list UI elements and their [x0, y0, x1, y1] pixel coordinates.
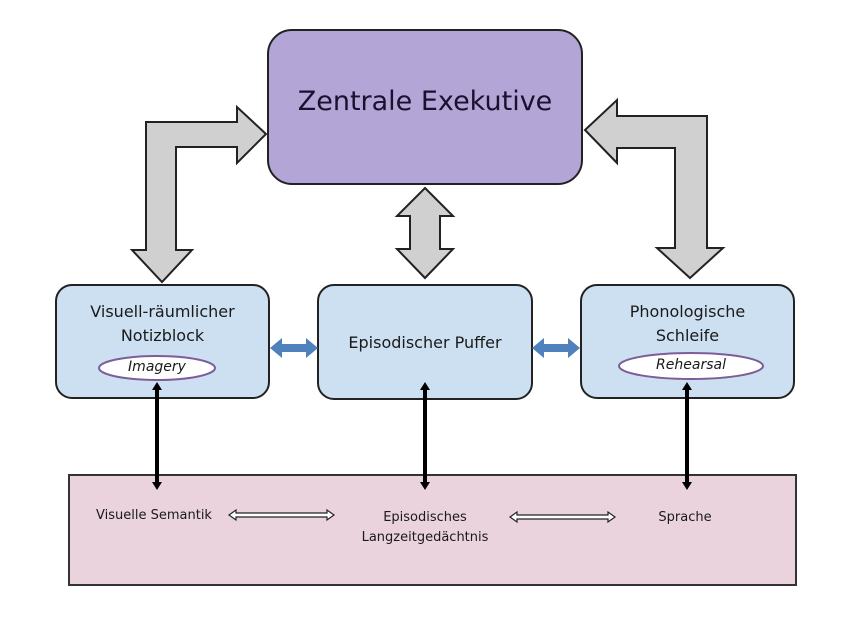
arrow-phonological-ltm: [682, 382, 692, 490]
visuospatial-label: Visuell-räumlicher Notizblock: [56, 300, 269, 348]
visuospatial-label-line1: Visuell-räumlicher: [90, 302, 235, 321]
arrow-buffer-ltm: [420, 382, 430, 490]
ltm-language: Sprache: [658, 510, 712, 525]
episodic-buffer-label: Episodischer Puffer: [348, 333, 502, 352]
arrow-buffer-phonological: [532, 338, 580, 358]
visuospatial-label-line2: Notizblock: [120, 326, 205, 345]
imagery-ellipse: [98, 355, 216, 381]
central-executive-label: Zentrale Exekutive: [297, 86, 553, 117]
phonological-label-line1: Phonologische: [629, 302, 746, 321]
arrow-semantics-episodic: [227, 508, 336, 522]
rehearsal-label: Rehearsal: [656, 357, 726, 373]
long-term-memory-box: [68, 474, 797, 586]
ltm-episodic: Episodisches Langzeitgedächtnis: [340, 508, 510, 548]
imagery-label: Imagery: [128, 359, 186, 375]
arrow-executive-phonological: [583, 97, 726, 280]
phonological-label: Phonologische Schleife: [581, 300, 794, 348]
phonological-label-line2: Schleife: [655, 326, 720, 345]
arrow-episodic-language: [508, 510, 617, 524]
arrow-executive-buffer: [394, 186, 456, 280]
arrow-visuospatial-buffer: [270, 338, 318, 358]
rehearsal-ellipse: [618, 352, 764, 380]
ltm-episodic-line2: Langzeitgedächtnis: [361, 530, 489, 545]
ltm-visual-semantics: Visuelle Semantik: [96, 508, 212, 523]
arrow-executive-visuospatial: [129, 104, 268, 284]
arrow-visuospatial-ltm: [152, 382, 162, 490]
ltm-episodic-line1: Episodisches: [383, 510, 467, 525]
central-executive-box: [267, 29, 583, 185]
